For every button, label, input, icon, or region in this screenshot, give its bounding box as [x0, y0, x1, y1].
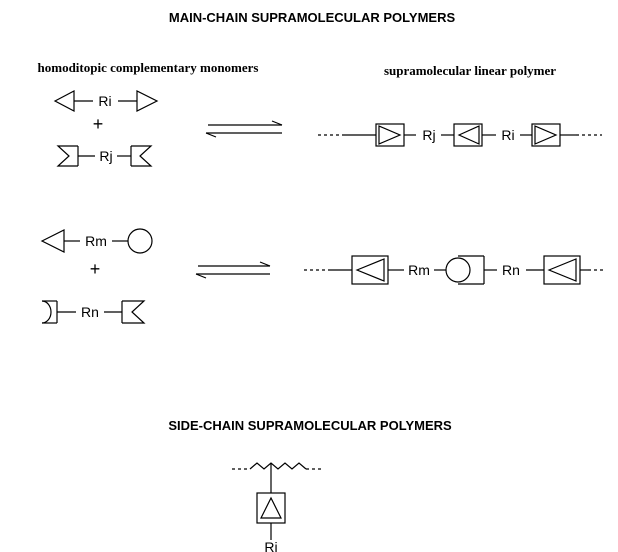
triangle-right-icon — [378, 125, 402, 145]
main-chain-heading: MAIN-CHAIN SUPRAMOLECULAR POLYMERS — [169, 10, 456, 25]
plus-sign: + — [90, 259, 101, 279]
monomer-rm: Rm — [40, 228, 153, 254]
circle-icon — [445, 257, 471, 283]
monomers-subheading: homoditopic complementary monomers — [38, 60, 259, 75]
linear-polymer-subheading: supramolecular linear polymer — [384, 63, 556, 78]
triangle-left-icon — [355, 258, 385, 282]
triangle-right-icon — [136, 90, 159, 112]
side-chain-heading: SIDE-CHAIN SUPRAMOLECULAR POLYMERS — [168, 418, 452, 433]
triangle-left-icon — [40, 229, 65, 253]
rn-label: Rn — [81, 304, 99, 320]
rj-label: Rj — [422, 127, 435, 143]
triangle-left-icon — [457, 125, 480, 145]
notch-right-icon — [131, 145, 153, 167]
triangle-left-icon — [53, 90, 75, 112]
monomer-rj: Rj — [56, 145, 153, 167]
equilibrium-arrow-2 — [195, 261, 271, 279]
rm-label: Rm — [85, 233, 107, 249]
circle-icon — [127, 228, 153, 254]
notch-right-icon — [122, 300, 146, 324]
linear-polymer-1: Rj Ri — [318, 123, 602, 147]
linear-polymer-2: Rm Rn — [304, 255, 606, 285]
rm-label: Rm — [408, 262, 430, 278]
concave-receptor-icon — [41, 300, 52, 324]
ri-label: Ri — [501, 127, 514, 143]
ri-label: Ri — [264, 539, 277, 552]
triangle-right-icon — [534, 125, 558, 145]
notch-left-icon — [56, 145, 78, 167]
rn-label: Rn — [502, 262, 520, 278]
side-chain-polymer: Ri — [232, 462, 322, 552]
equilibrium-arrow-1 — [205, 120, 283, 138]
triangle-left-icon — [547, 258, 577, 282]
monomer-ri: Ri — [53, 90, 159, 112]
plus-sign: + — [93, 114, 104, 134]
triangle-up-icon — [260, 496, 282, 519]
monomer-rn: Rn — [41, 300, 146, 324]
ri-label: Ri — [98, 93, 111, 109]
rj-label: Rj — [99, 148, 112, 164]
